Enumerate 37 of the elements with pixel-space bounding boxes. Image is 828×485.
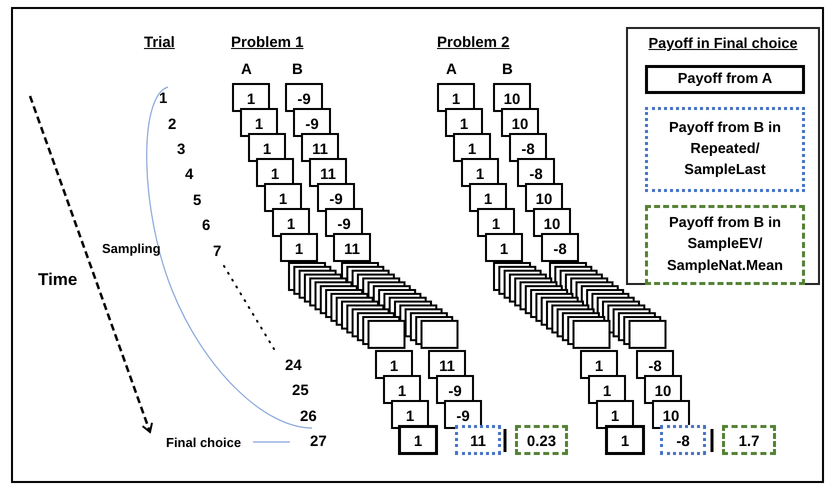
trial-number: 27 <box>310 433 327 450</box>
payoff-box: 11 <box>455 425 501 455</box>
option-label: B <box>292 61 303 78</box>
phase-label: Sampling <box>102 241 161 256</box>
axis-label: Time <box>38 270 78 290</box>
legend-panel <box>626 27 820 285</box>
trial-number: 5 <box>193 192 202 209</box>
legend-title: Payoff in Final choice <box>648 36 798 52</box>
payoff-card: -8 <box>541 233 579 262</box>
payoff-box: 1 <box>605 425 645 455</box>
legend-box: Payoff from B in Repeated/ SampleLast <box>645 107 805 192</box>
trial-number: 26 <box>300 408 317 425</box>
legend-box: Payoff from B in SampleEV/ SampleNat.Mean <box>645 205 805 285</box>
option-label: B <box>502 61 513 78</box>
payoff-card: 11 <box>333 233 371 262</box>
payoff-box: 1 <box>398 425 438 455</box>
payoff-card: 1 <box>485 233 523 262</box>
payoff-box: -8 <box>660 425 706 455</box>
trial-number: 24 <box>285 357 302 374</box>
payoff-box: 1.7 <box>722 425 776 455</box>
problem-header: Problem 2 <box>437 34 510 51</box>
option-label: A <box>446 61 457 78</box>
payoff-box: 0.23 <box>515 425 568 455</box>
problem-header: Problem 1 <box>231 34 304 51</box>
trial-number: 3 <box>177 141 186 158</box>
payoff-card: -9 <box>444 400 482 429</box>
payoff-card: 1 <box>280 233 318 262</box>
trial-number: 7 <box>213 243 222 260</box>
option-label: A <box>241 61 252 78</box>
trial-number: 2 <box>168 116 176 133</box>
phase-label: Final choice <box>166 435 242 450</box>
trial-header: Trial <box>144 34 175 51</box>
trial-number: 6 <box>202 217 210 234</box>
trial-number: 25 <box>292 382 309 399</box>
trial-number: 4 <box>185 166 194 183</box>
legend-box: Payoff from A <box>645 65 805 94</box>
trial-number: 1 <box>159 90 168 107</box>
